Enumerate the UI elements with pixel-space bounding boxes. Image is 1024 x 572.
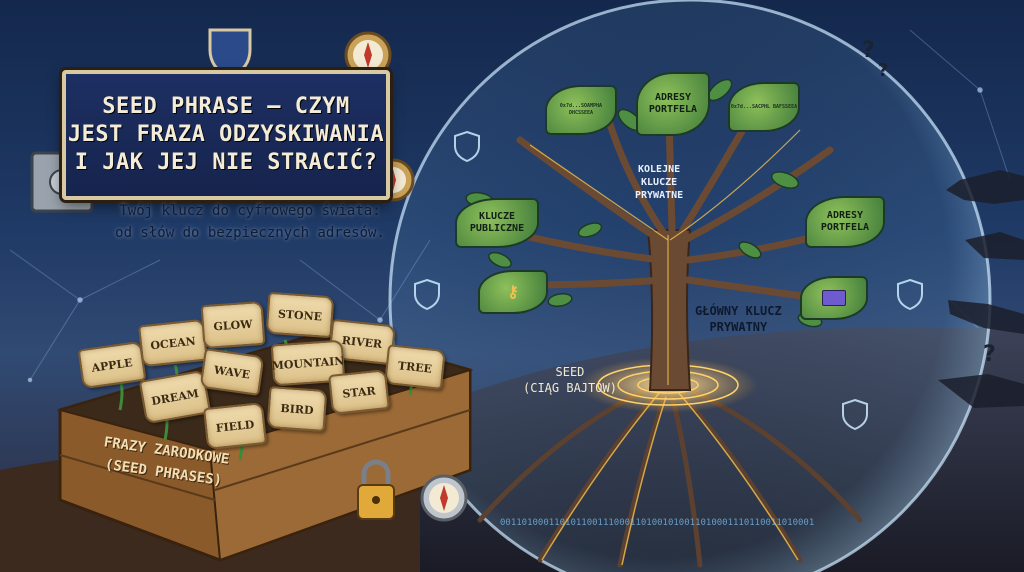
seed-word-scroll: GLOW: [200, 300, 266, 350]
key-icon: ⚷: [507, 282, 519, 301]
protective-sphere: [388, 0, 992, 572]
question-mark-icon: ?: [983, 342, 996, 367]
leaf-tiny-text: 0x7d...SOAMPHA DHCSSEEA: [559, 103, 603, 116]
seed-word-scroll: BIRD: [266, 386, 328, 432]
leaf-label: ADRESY PORTFELA: [648, 92, 698, 115]
leaf-tiny-text: 0x7d...SACPHL BAFSSEEA: [730, 103, 798, 110]
seed-bytes-label: SEED (CIĄG BAJTÓW): [523, 364, 617, 396]
next-private-keys-line-3: PRYWATNE: [635, 190, 684, 201]
seed-word-scroll: FIELD: [202, 401, 268, 451]
seed-word-scroll: STONE: [265, 291, 335, 339]
leaf-wallet-addresses-top: ADRESY PORTFELA: [636, 72, 710, 136]
leaf-wallet: 0x7d...SOAMPHA DHCSSEEA: [545, 85, 617, 135]
leaf-label: KLUCZE PUBLICZNE: [470, 211, 524, 235]
title-line-3: I JAK JEJ NIE STRACIĆ?: [74, 150, 378, 175]
shield-lock-icon: [414, 130, 923, 431]
seed-label-line-1: SEED: [555, 365, 585, 379]
leaf-label-line-2: PUBLICZNE: [469, 223, 525, 234]
seed-word-scroll: STAR: [328, 369, 390, 415]
leaf-label-line-1: ADRESY: [826, 210, 864, 221]
seed-label-line-2: (CIĄG BAJTÓW): [523, 381, 617, 395]
subtitle: Twój klucz do cyfrowego świata: od słów …: [100, 200, 400, 244]
question-mark-icon: ?: [862, 38, 875, 63]
subtitle-line-1: Twój klucz do cyfrowego świata:: [119, 203, 381, 219]
leaf-wallet-addresses-right: ADRESY PORTFELA: [805, 196, 885, 248]
title-banner: SEED PHRASE – CZYM JEST FRAZA ODZYSKIWAN…: [62, 70, 390, 200]
main-private-key-line-2: PRYWATNY: [709, 320, 768, 334]
question-mark-icon: ?: [878, 60, 889, 81]
seed-word-scroll: OCEAN: [137, 318, 209, 368]
seed-word-scroll: WAVE: [199, 348, 265, 396]
padlock-icon: [357, 459, 395, 520]
subtitle-line-2: od słów do bezpiecznych adresów.: [115, 225, 385, 241]
leaf-label-line-2: PORTFELA: [820, 222, 870, 233]
tree-trunk: [646, 229, 692, 391]
leaf-label: ADRESY PORTFELA: [821, 210, 869, 234]
binary-stream: 0011010001101011001110001101001010011010…: [500, 518, 815, 528]
next-private-keys-line-2: KLUCZE: [641, 177, 678, 188]
next-private-keys-line-1: KOLEJNE: [638, 164, 681, 175]
main-private-key-line-1: GŁÓWNY KLUCZ: [695, 304, 782, 318]
title-line-1: SEED PHRASE – CZYM: [102, 94, 350, 119]
title-line-2: JEST FRAZA ODZYSKIWANIA: [67, 122, 385, 147]
main-private-key-label: GŁÓWNY KLUCZ PRYWATNY: [695, 303, 782, 335]
leaf-label-line-1: KLUCZE: [478, 211, 516, 222]
seed-word-scroll: TREE: [384, 344, 446, 390]
grasping-hands: [938, 170, 1024, 408]
question-mark-icon: ?: [985, 232, 998, 257]
next-private-keys-label: KOLEJNE KLUCZE PRYWATNE: [635, 163, 683, 202]
leaf-wallet: 0x7d...SACPHL BAFSSEEA: [728, 82, 800, 132]
trunk-glow: [529, 129, 801, 385]
leaf-wallet: [800, 276, 868, 320]
leaf-public-keys: KLUCZE PUBLICZNE: [455, 198, 539, 248]
wallet-icon: [822, 290, 846, 306]
leaf-key: ⚷: [478, 270, 548, 314]
